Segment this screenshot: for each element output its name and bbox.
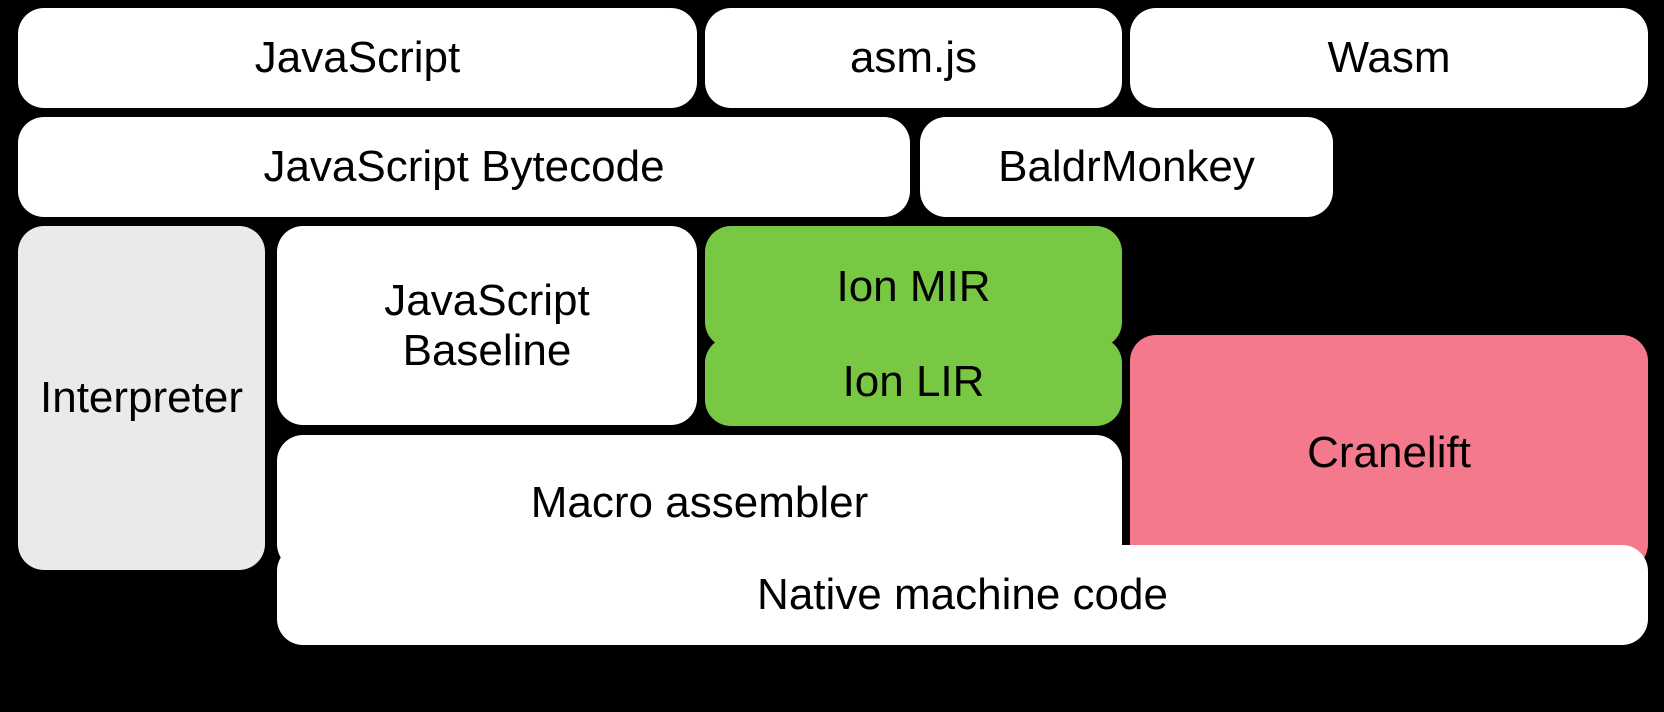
node-javascript-bytecode: JavaScript Bytecode: [18, 117, 910, 217]
node-wasm: Wasm: [1130, 8, 1648, 108]
node-baldrmonkey: BaldrMonkey: [920, 117, 1333, 217]
node-cranelift: Cranelift: [1130, 335, 1648, 570]
node-asm-js: asm.js: [705, 8, 1122, 108]
node-native-machine-code: Native machine code: [277, 545, 1648, 645]
node-javascript: JavaScript: [18, 8, 697, 108]
node-javascript-baseline: JavaScript Baseline: [277, 226, 697, 425]
node-interpreter: Interpreter: [18, 226, 265, 570]
node-ion-mir: Ion MIR: [705, 226, 1122, 348]
node-ion-lir: Ion LIR: [705, 337, 1122, 426]
